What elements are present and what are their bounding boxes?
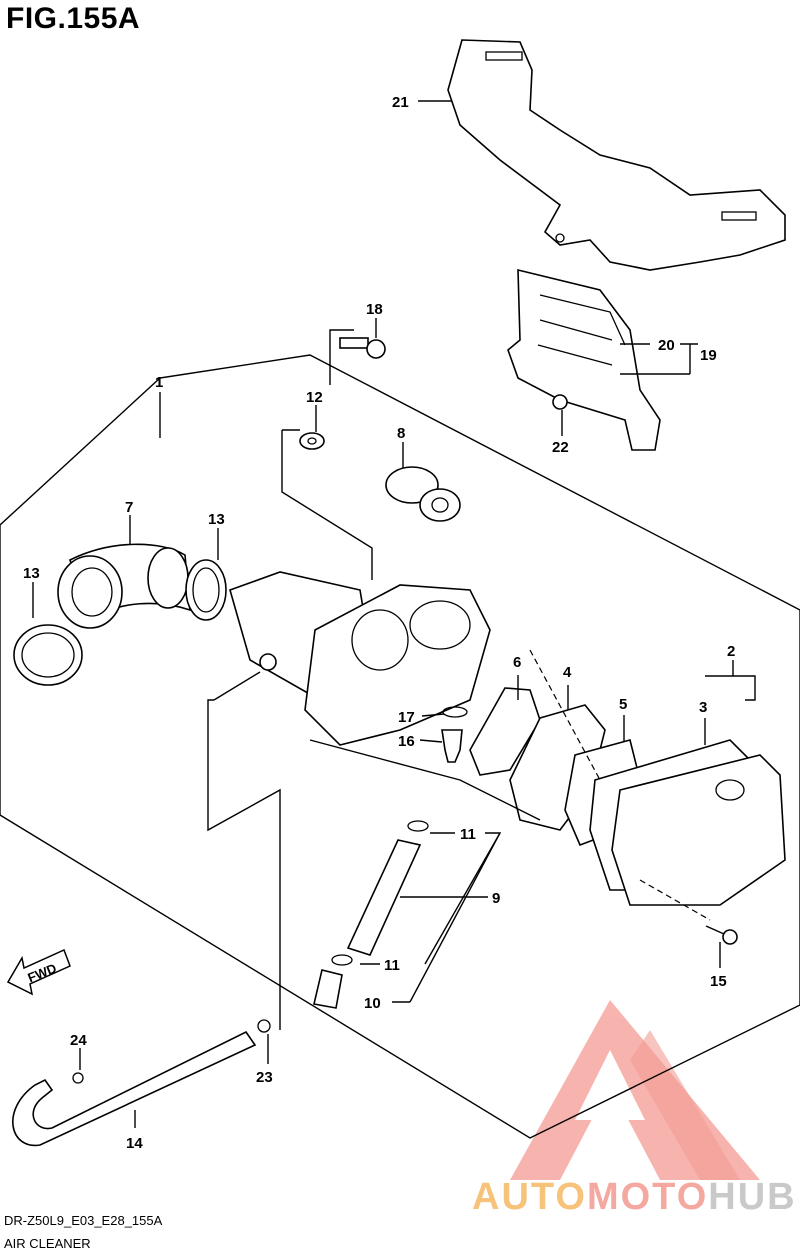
callout-6: 6: [513, 654, 521, 671]
callout-14: 15: [710, 973, 727, 990]
callout-21: 22: [552, 439, 569, 456]
callout-2: 2: [727, 643, 735, 660]
callout-11-upper: 11: [460, 826, 476, 843]
part-13-clamp-right: [185, 559, 227, 621]
callout-18: 19: [700, 347, 717, 364]
part-11-clip-lower: [331, 954, 353, 966]
callout-15: 16: [398, 733, 415, 750]
part-2-cover: [611, 754, 786, 906]
part-12-grommet: [299, 432, 325, 450]
callout-labels: 21 1 18 12 8 7 13 13 20 19 22 6 4 5 3 2 …: [23, 94, 735, 1152]
fwd-label: FWD: [26, 960, 59, 985]
figure-code: DR-Z50L9_E03_E28_155A: [4, 1213, 163, 1228]
callout-17: 18: [366, 301, 383, 318]
callout-7: 7: [125, 499, 133, 516]
callout-22: 14: [126, 1135, 143, 1152]
callout-1: 1: [155, 374, 163, 391]
part-8-breather: [385, 466, 461, 522]
part-20-bracket: [447, 39, 786, 271]
part-7-intake-boot: [57, 543, 191, 629]
part-24-clip: [72, 1072, 84, 1084]
callout-9: 9: [492, 890, 500, 907]
part-22-breather-hose: [12, 1030, 257, 1147]
callout-4: 4: [563, 664, 572, 681]
callout-8: 8: [397, 425, 405, 442]
part-18-guard: [507, 268, 661, 451]
callout-16: 17: [398, 709, 415, 726]
air-cleaner-case: [229, 571, 491, 746]
callout-12: 12: [306, 389, 323, 406]
watermark-part-a: AUTO: [472, 1176, 587, 1218]
callout-13-left: 13: [23, 565, 40, 582]
figure-name: AIR CLEANER: [4, 1236, 91, 1251]
callout-24: 24: [70, 1032, 87, 1049]
callout-20: 21: [392, 94, 409, 111]
watermark-text: AUTOMOTOHUB: [472, 1176, 797, 1219]
part-6-filter-element: [469, 687, 541, 776]
part-10-drain-cap: [313, 969, 343, 1009]
part-23-clip: [257, 1019, 271, 1033]
part-13-clamp-left: [13, 624, 83, 686]
part-14-screw: [705, 925, 738, 945]
figure-title: FIG.155A: [6, 2, 141, 35]
callout-23: 23: [256, 1069, 273, 1086]
part-15-drain-plug: [441, 729, 463, 763]
callout-11-lower: 11: [384, 957, 400, 974]
part-17-bolt: [339, 337, 386, 359]
part-9-drain-hose: [346, 839, 422, 956]
watermark-logo-icon: [510, 1000, 760, 1180]
callout-13-right: 13: [208, 511, 225, 528]
part-16-o-ring: [442, 706, 468, 718]
fwd-arrow-icon: FWD: [6, 948, 71, 996]
callout-5: 5: [619, 696, 627, 713]
part-21-clip: [552, 394, 568, 410]
callout-19: 20: [658, 337, 675, 354]
leader-lines: [32, 100, 756, 1128]
watermark-part-c: HUB: [708, 1176, 797, 1218]
watermark-part-b: MOTO: [586, 1176, 709, 1218]
part-11-clip-upper: [407, 820, 429, 832]
callout-3: 3: [699, 699, 707, 716]
callout-10: 10: [364, 995, 381, 1012]
assembly-outline: [0, 354, 800, 1139]
